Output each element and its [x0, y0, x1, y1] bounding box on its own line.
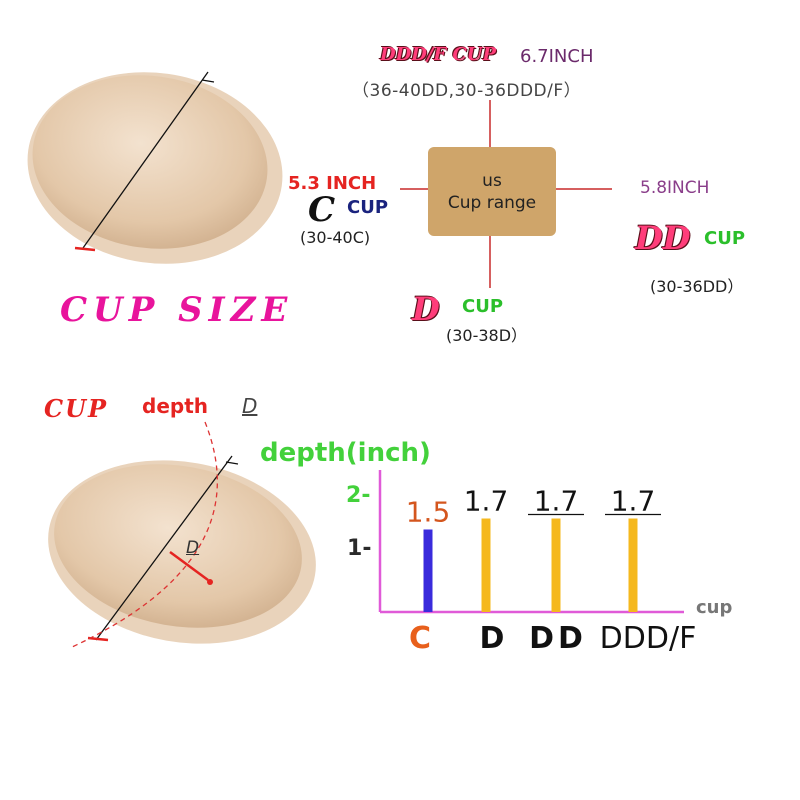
- cup-width-line-bottom: [95, 455, 233, 641]
- depth-indicator: [169, 550, 209, 582]
- bar-dddf: [628, 518, 638, 612]
- dd-letters: DD: [635, 219, 691, 257]
- box-line-us: us: [482, 170, 502, 191]
- dd-range: (30-36DD）: [650, 277, 744, 296]
- value-label-dd: 1.7: [534, 485, 579, 518]
- d-letter: D: [412, 290, 440, 328]
- cup-depth-title-cup: CUP: [44, 394, 109, 423]
- value-label-c: 1.5: [406, 496, 451, 529]
- box-line-cup-range: Cup range: [447, 192, 537, 213]
- cup-width-line: [82, 71, 209, 249]
- chart-title: depth(inch): [260, 438, 431, 468]
- dd-cup-label: CUP: [704, 228, 746, 249]
- bottom-cup-pad: [48, 421, 316, 649]
- c-cup-label: CUP: [347, 197, 389, 218]
- cup-depth-title-word: depth: [142, 394, 208, 418]
- value-label-dddf: 1.7: [611, 485, 656, 518]
- d-range: (30-38D）: [446, 326, 528, 345]
- bar-dd: [551, 518, 561, 612]
- top-cup-pad: [27, 71, 283, 264]
- depth-arc: [69, 421, 218, 649]
- c-letter: C: [308, 190, 336, 230]
- bar-c: [423, 529, 433, 612]
- dddf-cup-label: DDD/F CUP: [380, 44, 497, 65]
- x-axis-label: cup: [696, 597, 733, 618]
- y-tick-1: 1-: [347, 536, 372, 561]
- category-label-dd: DD: [529, 621, 587, 656]
- pad-depth-d-label: D: [186, 538, 200, 558]
- category-label-d: D: [480, 621, 505, 656]
- category-label-c: C: [409, 621, 431, 656]
- us-cup-range-box: us Cup range: [428, 147, 556, 236]
- cup-range-connectors: [400, 100, 612, 288]
- dddf-inch-value: 6.7INCH: [520, 46, 594, 67]
- y-tick-2: 2-: [346, 483, 371, 508]
- dd-inch-value: 5.8INCH: [640, 178, 710, 198]
- d-cup-label: CUP: [462, 296, 504, 317]
- value-label-d: 1.7: [464, 485, 509, 518]
- cup-size-title: CUP SIZE: [60, 290, 294, 330]
- dddf-range: （36-40DD,30-36DDD/F）: [352, 81, 582, 101]
- category-label-dddf: DDD/F: [600, 621, 697, 656]
- c-inch-value: 5.3 INCH: [288, 173, 377, 194]
- c-range: (30-40C): [300, 228, 371, 247]
- bar-d: [481, 518, 491, 612]
- cup-depth-title-d: D: [242, 394, 258, 418]
